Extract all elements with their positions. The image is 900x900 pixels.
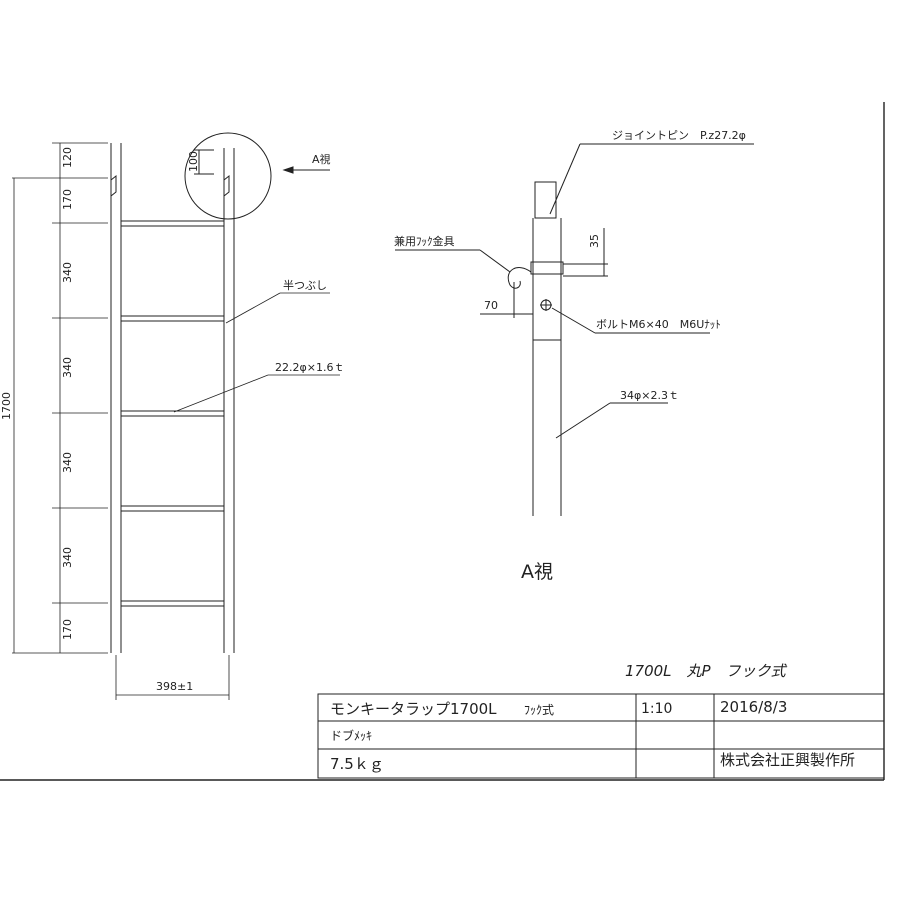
ladder-elevation bbox=[110, 143, 235, 653]
detail-circle bbox=[184, 132, 272, 220]
vertical-dimension-lines bbox=[12, 142, 230, 700]
bolt-label: ボルトM6×40 M6Uﾅｯﾄ bbox=[596, 318, 721, 331]
joint-pin-label: ジョイントピン P.z27.2φ bbox=[612, 129, 746, 142]
ladder-rungs bbox=[121, 220, 224, 607]
dim-first-rung: 170 bbox=[61, 189, 74, 210]
title-product-name: モンキータラップ1700L bbox=[330, 700, 497, 718]
view-title: A視 bbox=[521, 561, 553, 583]
drawing-border bbox=[0, 102, 885, 781]
dim-top-spacing: 120 bbox=[61, 147, 74, 168]
title-scale: 1:10 bbox=[641, 701, 673, 717]
dim-rung-spacing-2: 340 bbox=[61, 357, 74, 378]
dim-rung-spacing-3: 340 bbox=[61, 452, 74, 473]
title-product-type: ﾌｯｸ式 bbox=[524, 703, 555, 717]
elevation-leaders bbox=[173, 292, 340, 413]
dim-70-label: 70 bbox=[484, 299, 498, 312]
title-weight: 7.5ｋｇ bbox=[330, 755, 384, 773]
dim-detail-100: 100 bbox=[187, 151, 200, 172]
dim-35-label: 35 bbox=[588, 234, 601, 248]
dim-overall-length: 1700 bbox=[0, 392, 13, 420]
dim-bottom-spacing: 170 bbox=[61, 619, 74, 640]
side-view bbox=[395, 143, 754, 516]
rung-pipe-label: 22.2φ×1.6ｔ bbox=[275, 361, 344, 374]
dim-rung-spacing-1: 340 bbox=[61, 262, 74, 283]
dim-width: 398±1 bbox=[156, 680, 193, 693]
handwritten-note: 1700L 丸P フック式 bbox=[625, 662, 788, 680]
flattened-end-label: 半つぶし bbox=[283, 278, 327, 292]
view-arrow-label: A視 bbox=[312, 152, 331, 166]
title-date: 2016/8/3 bbox=[720, 698, 788, 716]
title-block bbox=[317, 693, 885, 779]
title-finish: ドブﾒｯｷ bbox=[330, 729, 373, 743]
main-pipe-label: 34φ×2.3ｔ bbox=[620, 389, 679, 402]
hook-fitting-label: 兼用ﾌｯｸ金具 bbox=[394, 234, 455, 248]
title-company: 株式会社正興製作所 bbox=[720, 751, 856, 769]
view-arrow bbox=[282, 166, 330, 174]
dim-rung-spacing-4: 340 bbox=[61, 547, 74, 568]
